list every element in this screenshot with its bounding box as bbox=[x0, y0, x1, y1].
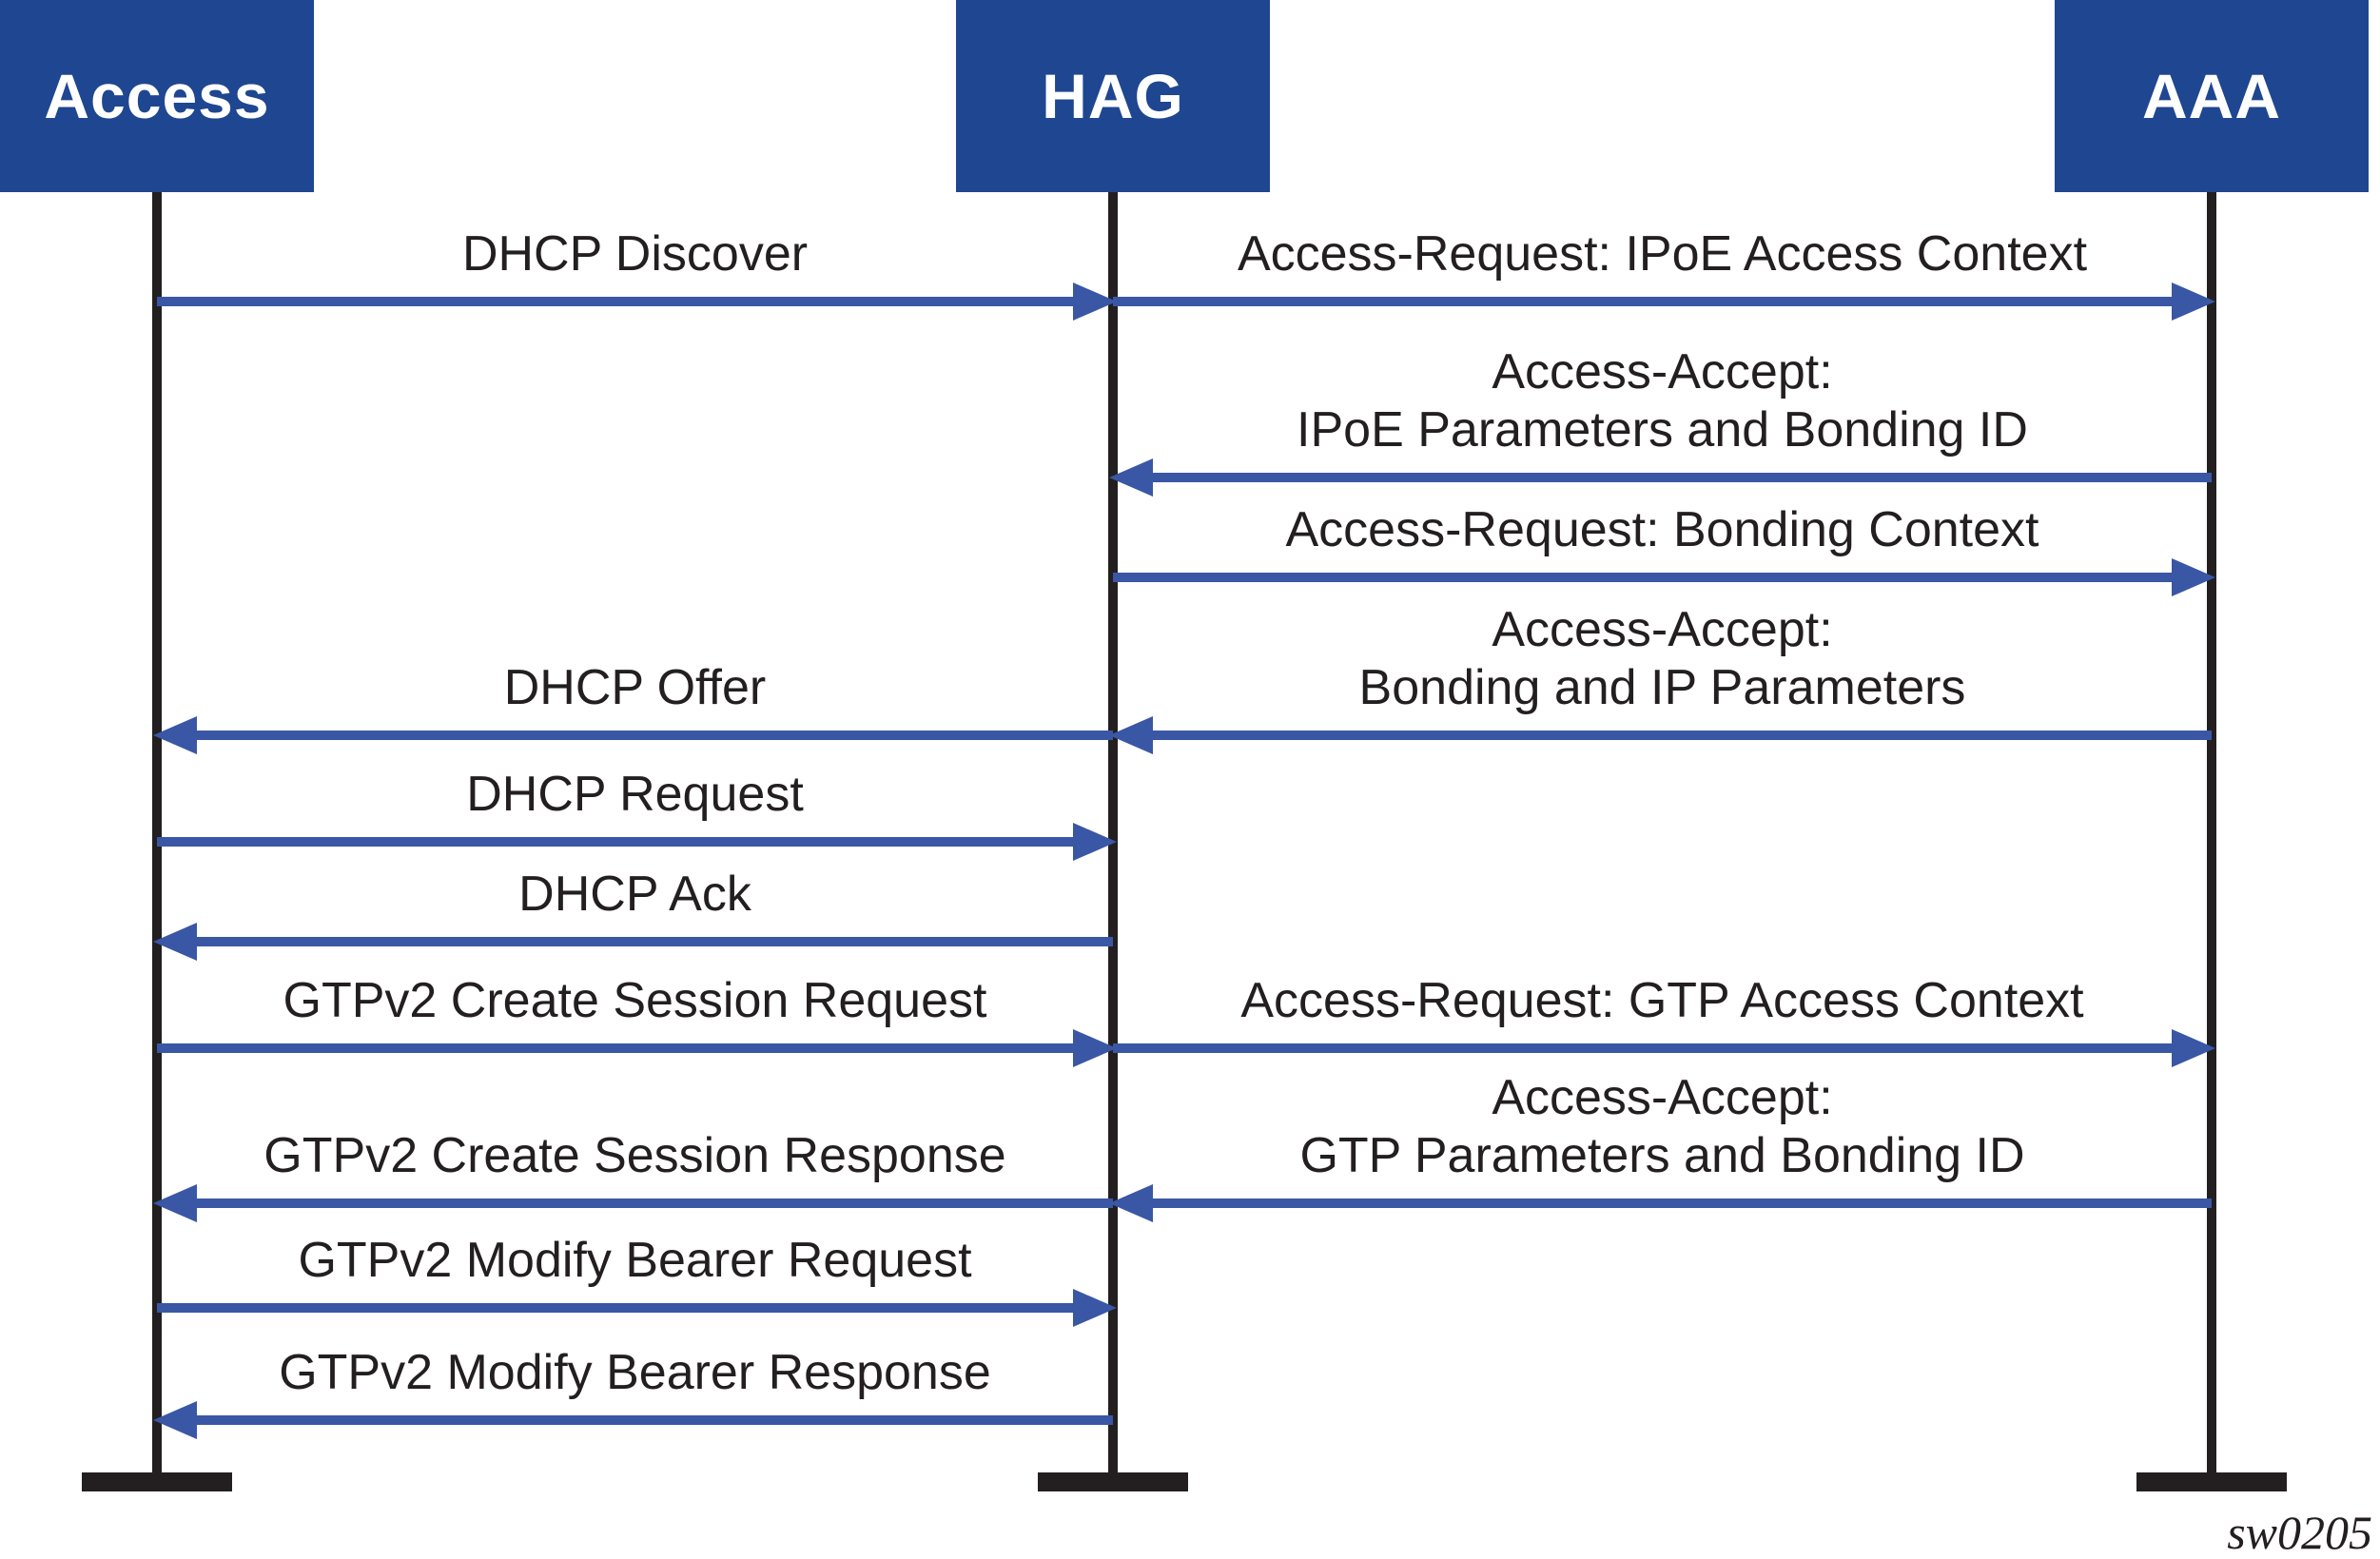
message-label-line: DHCP Request bbox=[466, 767, 804, 822]
arrow-shaft bbox=[195, 1415, 1113, 1425]
actor-label-aaa: AAA bbox=[2142, 61, 2281, 131]
message-label-line: Access-Request: IPoE Access Context bbox=[1237, 226, 2088, 282]
arrow-head-right bbox=[1073, 283, 1117, 321]
arrow-head-left bbox=[153, 716, 197, 754]
arrow-shaft bbox=[1113, 1043, 2174, 1053]
message-arrow: Access-Request: Bonding Context bbox=[1113, 502, 2215, 596]
message-arrow: DHCP Request bbox=[157, 767, 1117, 861]
lifeline-aaa bbox=[2207, 192, 2216, 1472]
message-label-line: GTPv2 Create Session Response bbox=[263, 1128, 1006, 1183]
message-label: GTPv2 Create Session Request bbox=[81, 972, 1189, 1030]
arrow-shaft bbox=[1151, 1198, 2212, 1208]
message-label: GTPv2 Create Session Response bbox=[81, 1127, 1189, 1185]
arrow-shaft bbox=[157, 1043, 1075, 1053]
actor-box-access: Access bbox=[0, 0, 314, 192]
message-label-line: Access-Request: GTP Access Context bbox=[1240, 973, 2084, 1028]
lifeline-end-bar-aaa bbox=[2136, 1472, 2287, 1491]
message-arrow: DHCP Discover bbox=[157, 226, 1117, 321]
arrow-head-right bbox=[1073, 823, 1117, 861]
arrow-shaft bbox=[1113, 573, 2174, 582]
message-arrow: GTPv2 Create Session Request bbox=[157, 973, 1117, 1067]
message-label: Access-Request: Bonding Context bbox=[1037, 501, 2288, 559]
message-label-line: GTP Parameters and Bonding ID bbox=[1299, 1128, 2025, 1183]
arrow-shaft bbox=[195, 731, 1113, 740]
arrow-head-right bbox=[2172, 1029, 2215, 1067]
message-label-line: Access-Accept: bbox=[1492, 602, 1833, 657]
message-label-line: Bonding and IP Parameters bbox=[1358, 660, 1966, 715]
arrow-head-left bbox=[1109, 716, 1153, 754]
message-arrow: GTPv2 Modify Bearer Request bbox=[157, 1233, 1117, 1327]
message-label: Access-Request: IPoE Access Context bbox=[1037, 225, 2288, 283]
arrow-head-right bbox=[1073, 1029, 1117, 1067]
message-arrow: GTPv2 Create Session Response bbox=[153, 1128, 1113, 1222]
message-label: DHCP Discover bbox=[81, 225, 1189, 283]
message-arrow: Access-Accept:GTP Parameters and Bonding… bbox=[1109, 1070, 2212, 1222]
message-label-line: IPoE Parameters and Bonding ID bbox=[1297, 402, 2028, 458]
arrow-shaft bbox=[157, 837, 1075, 847]
message-label-line: GTPv2 Modify Bearer Request bbox=[298, 1233, 972, 1288]
arrow-head-left bbox=[153, 1401, 197, 1439]
message-label-line: Access-Request: Bonding Context bbox=[1285, 502, 2039, 557]
lifeline-end-bar-hag bbox=[1038, 1472, 1188, 1491]
message-arrow: Access-Request: IPoE Access Context bbox=[1113, 226, 2215, 321]
message-arrow: DHCP Ack bbox=[153, 867, 1113, 961]
arrow-head-left bbox=[1109, 458, 1153, 497]
lifeline-access bbox=[152, 192, 162, 1472]
arrow-head-right bbox=[2172, 558, 2215, 596]
message-label: Access-Accept:IPoE Parameters and Bondin… bbox=[1037, 343, 2288, 459]
message-label: DHCP Ack bbox=[81, 866, 1189, 924]
message-label-line: GTPv2 Create Session Request bbox=[283, 973, 987, 1028]
message-label-line: DHCP Discover bbox=[461, 226, 809, 282]
arrow-head-left bbox=[153, 923, 197, 961]
arrow-shaft bbox=[195, 1198, 1113, 1208]
actor-label-hag: HAG bbox=[1042, 61, 1184, 131]
arrow-shaft bbox=[195, 937, 1113, 946]
arrow-shaft bbox=[1151, 731, 2212, 740]
message-label-line: DHCP Ack bbox=[518, 867, 751, 922]
figure-code: sw0205 bbox=[2227, 1506, 2372, 1559]
message-label-line: Access-Accept: bbox=[1492, 344, 1833, 399]
arrow-head-right bbox=[1073, 1289, 1117, 1327]
arrow-shaft bbox=[1113, 297, 2174, 306]
message-label: Access-Request: GTP Access Context bbox=[1037, 972, 2288, 1030]
lifeline-end-bar-access bbox=[82, 1472, 232, 1491]
arrow-shaft bbox=[157, 297, 1075, 306]
message-label: GTPv2 Modify Bearer Request bbox=[81, 1232, 1189, 1290]
arrow-head-left bbox=[153, 1184, 197, 1222]
arrow-head-right bbox=[2172, 283, 2215, 321]
message-label: GTPv2 Modify Bearer Response bbox=[81, 1344, 1189, 1402]
message-arrow: DHCP Offer bbox=[153, 660, 1113, 754]
message-arrow: Access-Accept:Bonding and IP Parameters bbox=[1109, 602, 2212, 754]
message-label: Access-Accept:Bonding and IP Parameters bbox=[1037, 601, 2288, 717]
actor-box-aaa: AAA bbox=[2055, 0, 2369, 192]
actor-label-access: Access bbox=[44, 61, 270, 131]
arrow-shaft bbox=[157, 1303, 1075, 1313]
message-arrow: GTPv2 Modify Bearer Response bbox=[153, 1345, 1113, 1439]
arrow-head-left bbox=[1109, 1184, 1153, 1222]
message-label-line: Access-Accept: bbox=[1492, 1070, 1833, 1125]
message-label: DHCP Offer bbox=[81, 659, 1189, 717]
actor-box-hag: HAG bbox=[956, 0, 1270, 192]
message-arrow: Access-Accept:IPoE Parameters and Bondin… bbox=[1109, 344, 2212, 497]
message-arrow: Access-Request: GTP Access Context bbox=[1113, 973, 2215, 1067]
message-label: DHCP Request bbox=[81, 766, 1189, 824]
message-label: Access-Accept:GTP Parameters and Bonding… bbox=[1037, 1069, 2288, 1185]
message-label-line: GTPv2 Modify Bearer Response bbox=[279, 1345, 991, 1400]
arrow-shaft bbox=[1151, 473, 2212, 482]
message-label-line: DHCP Offer bbox=[503, 660, 767, 715]
